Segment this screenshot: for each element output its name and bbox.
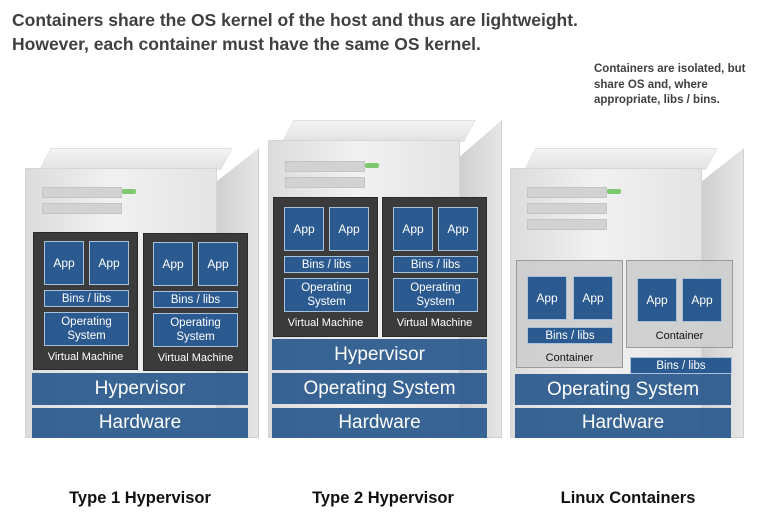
side-note: Containers are isolated, but share OS an… — [594, 62, 764, 109]
os-line-2: System — [67, 330, 106, 342]
bins-libs-box: Bins / libs — [153, 291, 238, 308]
hypervisor-layer: Hypervisor — [272, 339, 487, 370]
os-line-2: System — [307, 296, 346, 308]
server-top — [282, 120, 476, 142]
hardware-layer: Hardware — [272, 408, 487, 438]
shared-bins-libs-box: Bins / libs — [630, 357, 732, 374]
vm-label: Virtual Machine — [396, 317, 473, 329]
note-line-2: share OS and, where — [594, 78, 708, 91]
title-line-2: However, each container must have the sa… — [12, 34, 481, 54]
os-line-1: Operating — [170, 317, 221, 329]
title-line-1: Containers share the OS kernel of the ho… — [12, 10, 578, 30]
container-label: Container — [545, 352, 594, 364]
app-box: App — [393, 207, 433, 251]
app-box: App — [89, 241, 129, 285]
bins-libs-box: Bins / libs — [44, 290, 129, 307]
app-box: App — [682, 278, 722, 322]
os-line-2: System — [176, 331, 215, 343]
os-line-2: System — [416, 296, 455, 308]
os-line-1: Operating — [410, 282, 461, 294]
drive-slot — [42, 187, 122, 198]
bins-libs-box: Bins / libs — [284, 256, 369, 273]
app-box: App — [637, 278, 677, 322]
vm-label: Virtual Machine — [157, 352, 234, 364]
page-title: Containers share the OS kernel of the ho… — [12, 8, 752, 56]
app-box: App — [527, 276, 567, 320]
app-box: App — [329, 207, 369, 251]
caption-type2-hypervisor: Type 2 Hypervisor — [312, 489, 454, 507]
hardware-layer: Hardware — [32, 408, 248, 438]
bins-libs-box: Bins / libs — [393, 256, 478, 273]
caption-linux-containers: Linux Containers — [560, 489, 696, 507]
app-box: App — [153, 242, 193, 286]
drive-slot — [285, 161, 365, 172]
os-line-1: Operating — [301, 282, 352, 294]
app-box: App — [573, 276, 613, 320]
hypervisor-layer: Hypervisor — [32, 373, 248, 405]
server-top — [39, 148, 233, 170]
container-label: Container — [655, 330, 704, 342]
app-box: App — [44, 241, 84, 285]
status-light — [365, 163, 379, 168]
status-light — [607, 189, 621, 194]
status-light — [122, 189, 136, 194]
note-line-1: Containers are isolated, but — [594, 63, 746, 75]
app-box: App — [438, 207, 478, 251]
vm-label: Virtual Machine — [47, 351, 124, 363]
vm-label: Virtual Machine — [287, 317, 364, 329]
caption-type1-hypervisor: Type 1 Hypervisor — [69, 489, 211, 507]
hardware-layer: Hardware — [515, 408, 731, 438]
drive-slot — [527, 203, 607, 214]
container-1: App App Bins / libs Container — [516, 260, 623, 368]
app-box: App — [284, 207, 324, 251]
app-box: App — [198, 242, 238, 286]
drive-slot — [527, 219, 607, 230]
drive-slot — [527, 187, 607, 198]
operating-system-layer: Operating System — [272, 373, 487, 404]
drive-slot — [42, 203, 122, 214]
drive-slot — [285, 177, 365, 188]
operating-system-layer: Operating System — [515, 374, 731, 405]
server-top — [524, 148, 718, 170]
note-line-3: appropriate, libs / bins. — [594, 94, 720, 106]
bins-libs-box: Bins / libs — [527, 327, 613, 344]
os-line-1: Operating — [61, 316, 112, 328]
container-2: App App Container — [626, 260, 733, 348]
